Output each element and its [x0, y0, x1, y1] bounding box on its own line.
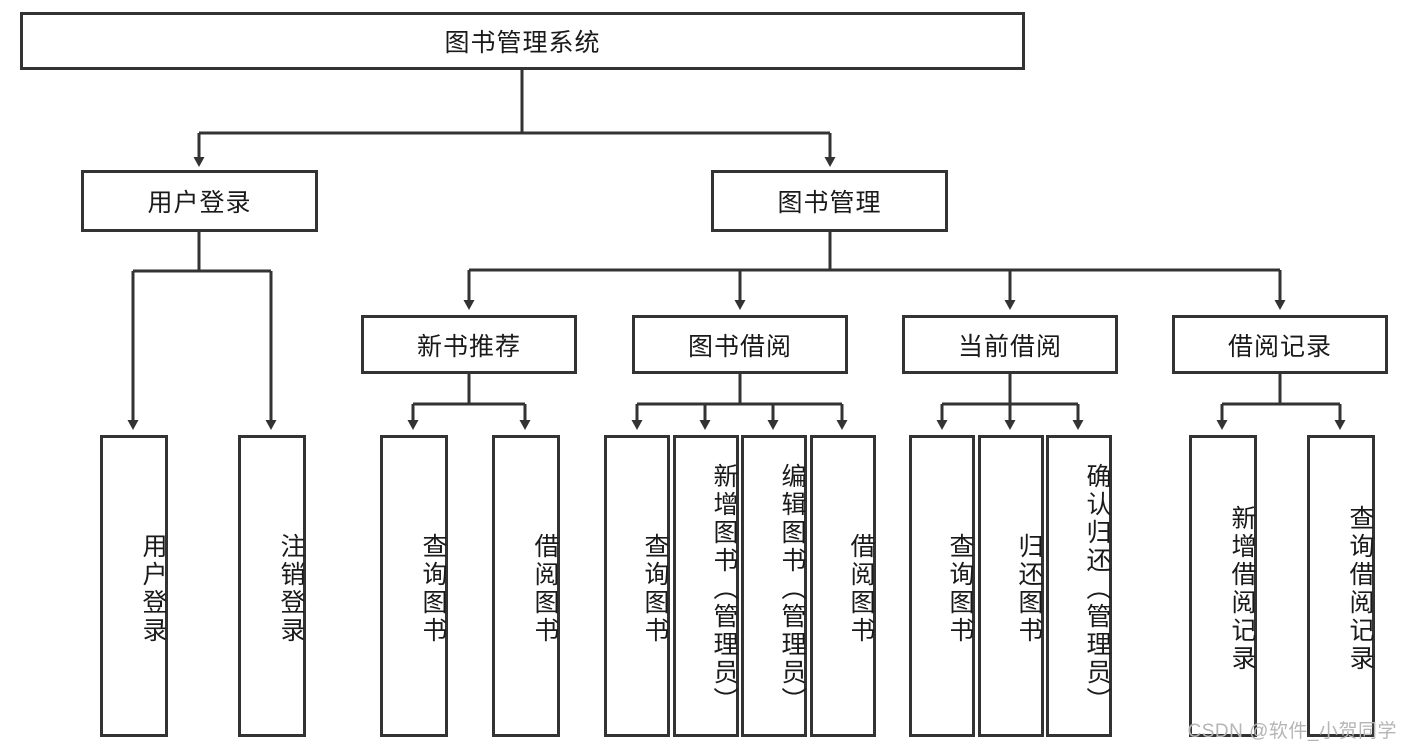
node-leaf-confirm-return[interactable]: 确认归还（管理员）: [1046, 435, 1112, 737]
node-user-login[interactable]: 用户登录: [81, 170, 318, 232]
node-leaf-user-login-label: 用户登录: [139, 533, 167, 645]
node-leaf-edit-book-label: 编辑图书（管理员）: [778, 463, 806, 715]
node-leaf-add-book-label: 新增图书（管理员）: [710, 463, 738, 715]
node-book-manage[interactable]: 图书管理: [711, 170, 948, 232]
node-leaf-return-book-label: 归还图书: [1015, 533, 1043, 645]
node-leaf-logout-login-label: 注销登录: [277, 533, 305, 645]
node-leaf-query-record[interactable]: 查询借阅记录: [1307, 435, 1375, 737]
node-leaf-borrow-book-2-label: 借阅图书: [847, 533, 875, 645]
node-user-login-label: 用户登录: [147, 189, 252, 217]
watermark-text: CSDN @软件_小贺同学: [1187, 721, 1397, 742]
node-leaf-add-record-label: 新增借阅记录: [1228, 505, 1256, 673]
node-new-book-recommend-label: 新书推荐: [416, 332, 521, 361]
node-book-borrow-label: 图书借阅: [687, 332, 792, 361]
node-leaf-query-record-label: 查询借阅记录: [1346, 505, 1374, 673]
node-new-book-recommend[interactable]: 新书推荐: [361, 315, 577, 374]
node-leaf-query-book-3[interactable]: 查询图书: [909, 435, 975, 737]
node-borrow-record[interactable]: 借阅记录: [1172, 315, 1388, 374]
node-book-borrow[interactable]: 图书借阅: [632, 315, 848, 374]
node-leaf-query-book-2-label: 查询图书: [641, 533, 669, 645]
node-leaf-add-record[interactable]: 新增借阅记录: [1189, 435, 1257, 737]
node-current-borrow[interactable]: 当前借阅: [902, 315, 1118, 374]
node-leaf-edit-book[interactable]: 编辑图书（管理员）: [741, 435, 807, 737]
node-borrow-record-label: 借阅记录: [1227, 332, 1332, 361]
node-leaf-borrow-book-1-label: 借阅图书: [531, 533, 559, 645]
node-root-label: 图书管理系统: [444, 29, 601, 57]
node-leaf-borrow-book-2[interactable]: 借阅图书: [810, 435, 876, 737]
node-leaf-add-book[interactable]: 新增图书（管理员）: [673, 435, 739, 737]
node-leaf-return-book[interactable]: 归还图书: [978, 435, 1044, 737]
node-current-borrow-label: 当前借阅: [957, 332, 1062, 361]
node-leaf-query-book-1[interactable]: 查询图书: [380, 435, 448, 737]
node-leaf-borrow-book-1[interactable]: 借阅图书: [492, 435, 560, 737]
node-leaf-user-login[interactable]: 用户登录: [100, 435, 168, 737]
node-leaf-confirm-return-label: 确认归还（管理员）: [1083, 463, 1111, 715]
node-book-manage-label: 图书管理: [777, 189, 882, 217]
node-leaf-query-book-3-label: 查询图书: [946, 533, 974, 645]
node-leaf-query-book-2[interactable]: 查询图书: [604, 435, 670, 737]
node-root[interactable]: 图书管理系统: [20, 12, 1025, 70]
node-leaf-query-book-1-label: 查询图书: [419, 533, 447, 645]
node-leaf-logout-login[interactable]: 注销登录: [238, 435, 306, 737]
